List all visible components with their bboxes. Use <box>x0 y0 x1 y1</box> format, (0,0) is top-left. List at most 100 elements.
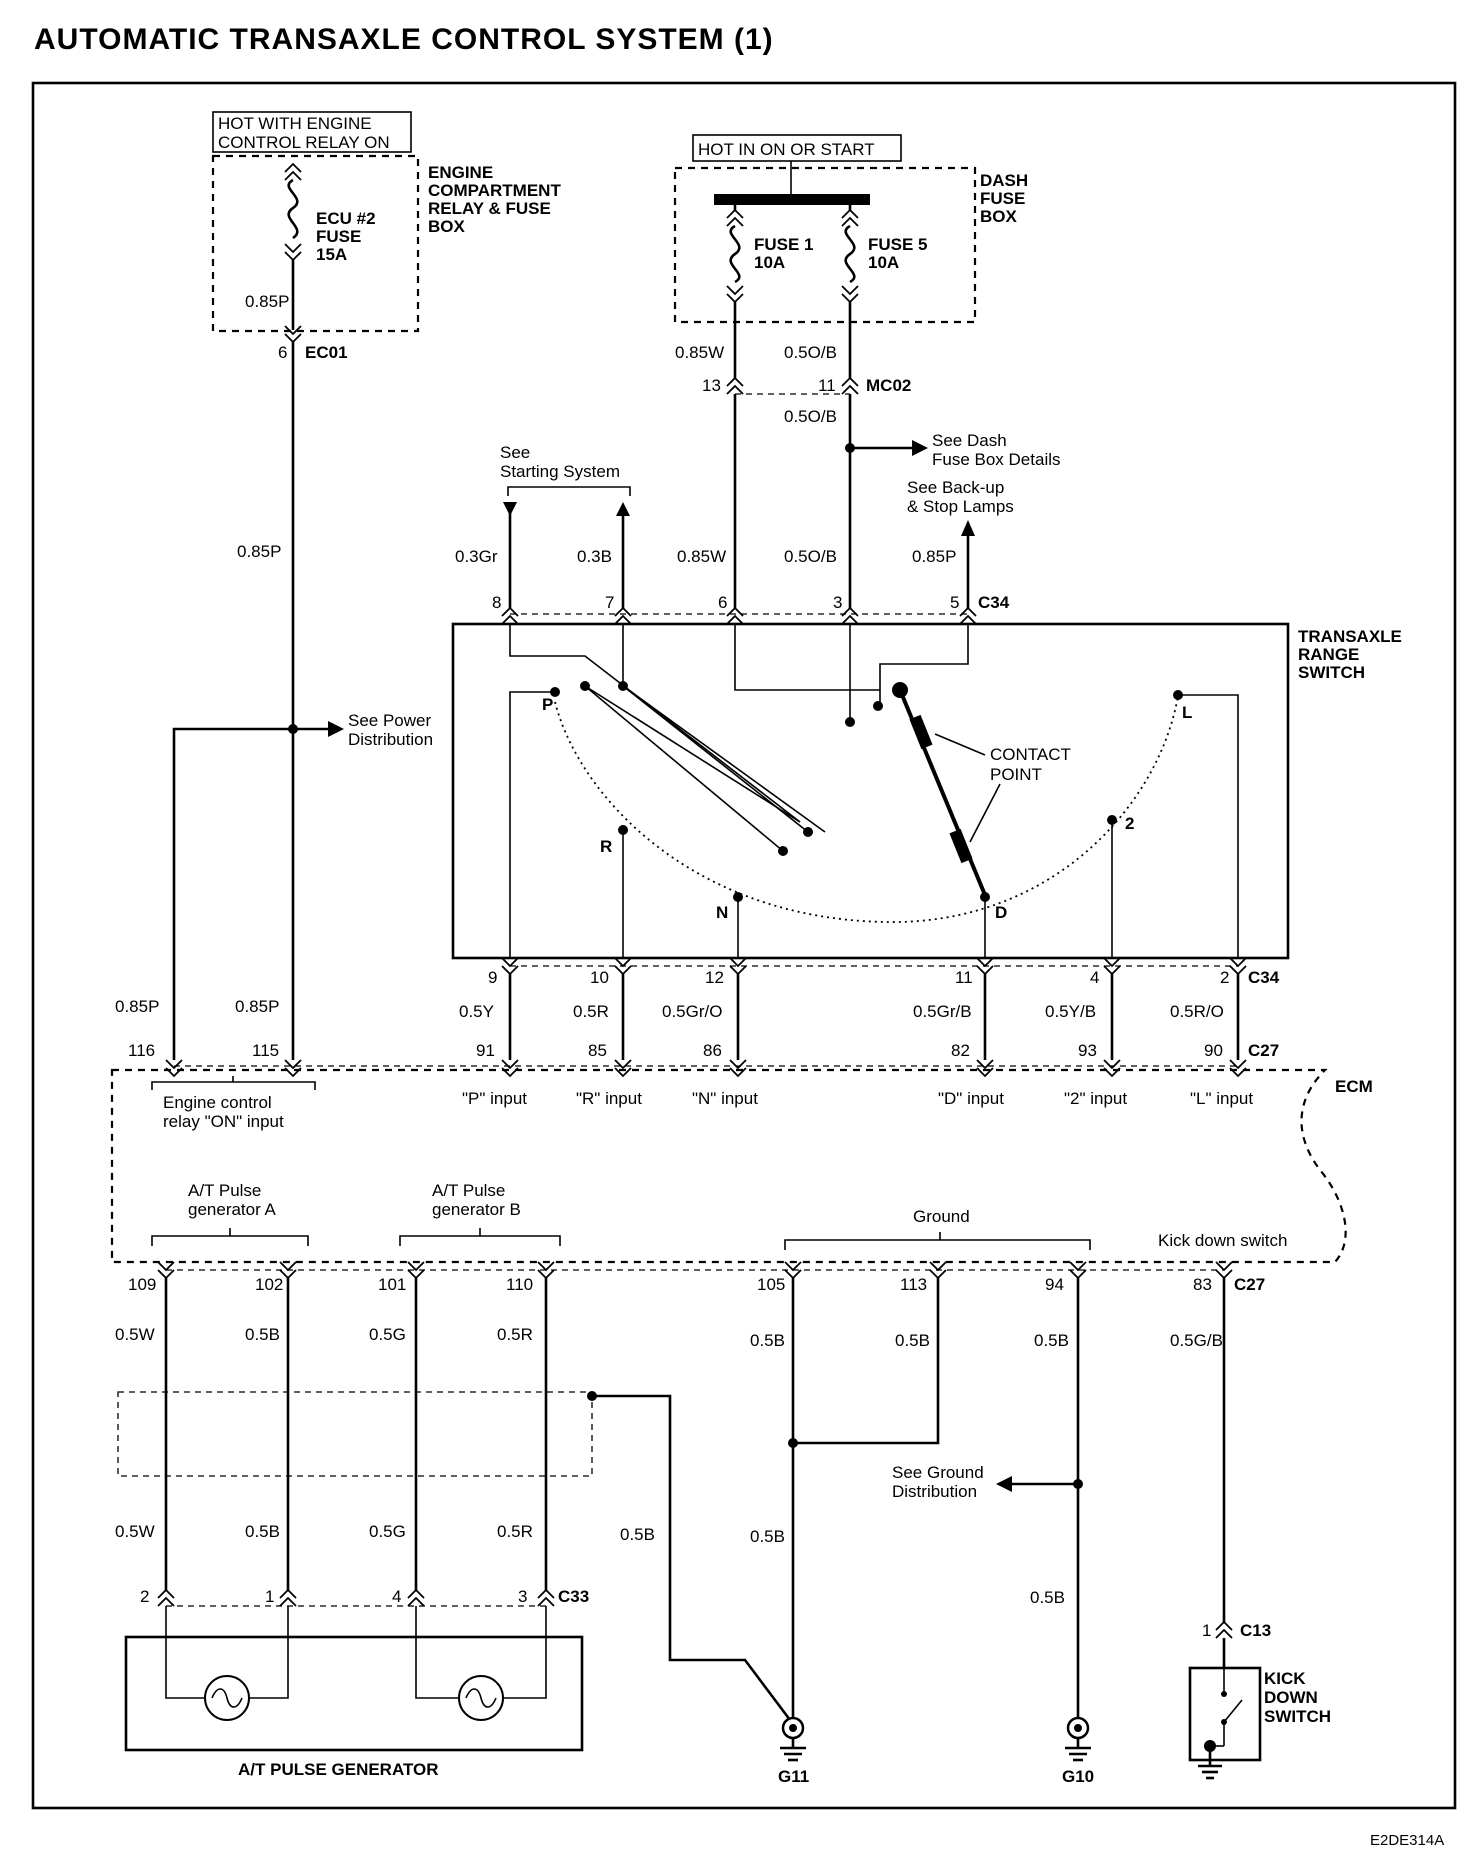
fuse5-label-2: 10A <box>868 253 899 272</box>
fuse1-icon <box>726 205 744 304</box>
c27-pin-113: 113 <box>900 1275 927 1294</box>
c27-pin-83: 83 <box>1193 1275 1212 1294</box>
c27-label-top: C27 <box>1248 1041 1279 1060</box>
engine-relay-hot-line2: CONTROL RELAY ON <box>218 133 390 152</box>
c27-pin-115: 115 <box>252 1041 279 1060</box>
wire-label-085p-d: 0.85P <box>115 997 159 1016</box>
ref-starting-2: Starting System <box>500 462 620 481</box>
wire-label-05grb: 0.5Gr/B <box>913 1002 972 1021</box>
c27-pin-90: 90 <box>1204 1041 1223 1060</box>
sw-line-pin6 <box>734 624 880 691</box>
wire-label-05ro: 0.5R/O <box>1170 1002 1224 1021</box>
sw-out-p <box>509 691 555 958</box>
wire-label-085p-a: 0.85P <box>245 292 289 311</box>
pos-label-p: P <box>542 695 553 714</box>
c33-pin-4: 4 <box>392 1587 401 1606</box>
switch-name-2: RANGE <box>1298 645 1359 664</box>
engine-box-label-1: ENGINE <box>428 163 493 182</box>
ec01-pin-label: 6 <box>278 343 287 362</box>
fuse5-label-1: FUSE 5 <box>868 235 928 254</box>
pulse-b-bracket <box>399 1228 561 1246</box>
ac-source-b-icon <box>458 1675 504 1721</box>
ecm-input-p: "P" input <box>462 1089 527 1108</box>
c34-pin-7: 7 <box>605 593 614 612</box>
wire-label-05ob-a: 0.5O/B <box>784 343 837 362</box>
ecm-outline <box>110 1068 1347 1264</box>
switch-name-1: TRANSAXLE <box>1298 627 1402 646</box>
ecu-fuse-label-3: 15A <box>316 245 347 264</box>
c27-pin-85: 85 <box>588 1041 607 1060</box>
diagram-frame <box>31 81 1457 1810</box>
wire-label-05b-g3: 0.5B <box>1034 1331 1069 1350</box>
wire-label-03gr: 0.3Gr <box>455 547 498 566</box>
wire-label-05b-a: 0.5B <box>245 1325 280 1344</box>
sw-selector-arc <box>554 695 1179 923</box>
c27-bottom-connector <box>157 1261 1233 1280</box>
hot-on-start-label: HOT IN ON OR START <box>698 140 875 159</box>
sw-bar-2 <box>622 685 809 833</box>
c27-pin-105: 105 <box>757 1275 785 1294</box>
transaxle-range-switch-box <box>451 622 1290 960</box>
c13-pin-label: 1 <box>1202 1621 1211 1640</box>
pos-label-r: R <box>600 837 612 856</box>
wire-label-03b: 0.3B <box>577 547 612 566</box>
ecm-ground-label: Ground <box>913 1207 970 1226</box>
contact-pointer-2 <box>969 783 1001 843</box>
wire-label-05r-b: 0.5R <box>497 1522 533 1541</box>
dash-box-label-2: FUSE <box>980 189 1025 208</box>
c34-pin-6: 6 <box>718 593 727 612</box>
ecm-input-2: "2" input <box>1064 1089 1127 1108</box>
dash-box-label-3: BOX <box>980 207 1018 226</box>
wire-label-085w-b: 0.85W <box>677 547 726 566</box>
dash-bus-bar <box>714 194 870 205</box>
sw-line-pin8-b <box>584 685 801 823</box>
wire-label-085w-a: 0.85W <box>675 343 724 362</box>
ground-g11-icon <box>780 1716 806 1762</box>
ecm-pulse-b-2: generator B <box>432 1200 521 1219</box>
c34-pin-10: 10 <box>590 968 609 987</box>
c27-top-connector <box>165 1059 1247 1078</box>
c34-pin-12: 12 <box>705 968 724 987</box>
switch-name-3: SWITCH <box>1298 663 1365 682</box>
wire-label-05y: 0.5Y <box>459 1002 494 1021</box>
ref-ground-dist-1: See Ground <box>892 1463 984 1482</box>
c27-pin-94: 94 <box>1045 1275 1064 1294</box>
g11-label: G11 <box>778 1767 809 1786</box>
wire-label-05g-a: 0.5G <box>369 1325 406 1344</box>
engine-fuse-box-outline <box>211 154 420 333</box>
c13-connector-icon <box>1215 1620 1233 1639</box>
ac-source-a-icon <box>204 1675 250 1721</box>
ref-ground-dist-2: Distribution <box>892 1482 977 1501</box>
c34-pin-8: 8 <box>492 593 501 612</box>
kickdown-label-3: SWITCH <box>1264 1707 1331 1726</box>
c27-pin-110: 110 <box>506 1275 533 1294</box>
wire-label-05yb: 0.5Y/B <box>1045 1002 1096 1021</box>
sw-out-l <box>1178 694 1239 958</box>
ref-starting-1: See <box>500 443 530 462</box>
sw-bar-1 <box>584 685 784 852</box>
wire-label-05b-g10: 0.5B <box>1030 1588 1065 1607</box>
ground-bracket <box>784 1232 1091 1250</box>
kickdown-switch-icon <box>1198 1668 1243 1780</box>
diagram-title: AUTOMATIC TRANSAXLE CONTROL SYSTEM (1) <box>34 23 774 56</box>
ref-backup-1: See Back-up <box>907 478 1004 497</box>
ref-backup-2: & Stop Lamps <box>907 497 1014 516</box>
wire-label-05b-g11: 0.5B <box>750 1527 785 1546</box>
pos-label-d: D <box>995 903 1007 922</box>
fuse1-label-1: FUSE 1 <box>754 235 814 254</box>
ecm-kickdown-label: Kick down switch <box>1158 1231 1287 1250</box>
c27-label-bottom: C27 <box>1234 1275 1265 1294</box>
pulse-generator-label: A/T PULSE GENERATOR <box>238 1760 439 1779</box>
wire-label-05ob-b: 0.5O/B <box>784 407 837 426</box>
contact-point-label-1: CONTACT <box>990 745 1071 764</box>
engine-box-label-3: RELAY & FUSE <box>428 199 551 218</box>
engine-relay-hot-line1: HOT WITH ENGINE <box>218 114 372 133</box>
dash-box-label-1: DASH <box>980 171 1028 190</box>
ecm-input-n: "N" input <box>692 1089 758 1108</box>
c34-top-connector <box>501 606 977 625</box>
mc02-pin11-icon <box>841 376 859 395</box>
c13-label: C13 <box>1240 1621 1271 1640</box>
ecm-label: ECM <box>1335 1077 1373 1096</box>
wire-label-05gro: 0.5Gr/O <box>662 1002 722 1021</box>
